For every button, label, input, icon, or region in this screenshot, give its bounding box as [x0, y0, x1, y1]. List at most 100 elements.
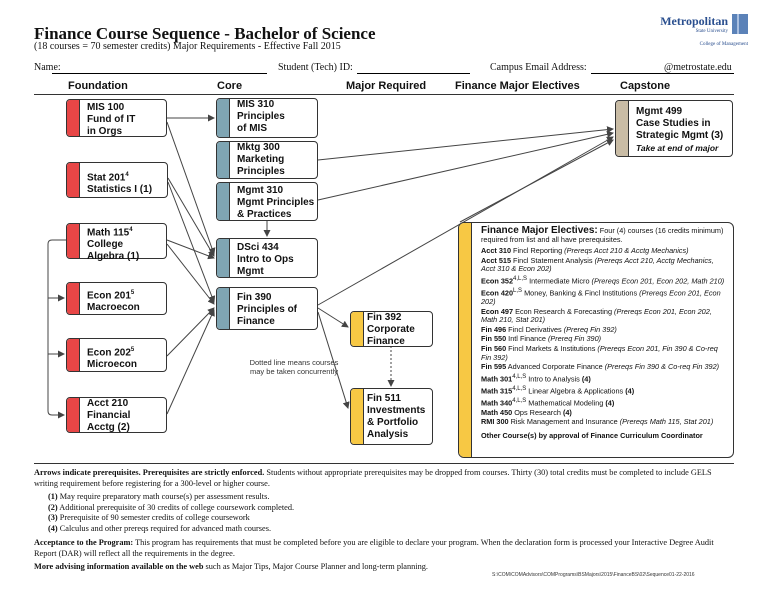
- elective-prereq: (Prereq Fin 392): [563, 324, 617, 334]
- course-code: Fin 390: [237, 292, 272, 303]
- course-title: College: [87, 239, 124, 251]
- course-code: Fin 392: [367, 312, 402, 323]
- course-title: Investments: [367, 405, 426, 416]
- course-title: Intro to Ops: [237, 254, 294, 265]
- electives-list: Acct 310 Fincl Reporting (Prereqs Acct 2…: [481, 246, 729, 427]
- elective-code: Econ 352: [481, 276, 514, 286]
- email-domain: @metrostate.edu: [664, 62, 732, 73]
- course-title: Principles: [237, 166, 285, 177]
- category-bar: [459, 223, 472, 457]
- category-bar: [67, 100, 80, 136]
- elective-name: Linear Algebra & Applications: [526, 386, 626, 396]
- course-code: Fin 511: [367, 393, 401, 404]
- elective-item: Acct 310 Fincl Reporting (Prereqs Acct 2…: [481, 246, 729, 256]
- course-title: Corporate: [367, 324, 415, 335]
- elective-item: Econ 3524,L,S Intermediate Micro (Prereq…: [481, 275, 729, 286]
- email-label: Campus Email Address:: [490, 62, 587, 73]
- elective-item: RMI 300 Risk Management and Insurance (P…: [481, 418, 729, 427]
- arrow-fin390-fin392: [317, 307, 349, 328]
- elective-item: Acct 515 Fincl Statement Analysis (Prere…: [481, 255, 729, 274]
- elective-item: Fin 560 Fincl Markets & Institutions (Pr…: [481, 344, 729, 362]
- arrow-mktg300-mgmt499: [317, 126, 614, 161]
- page-title: Finance Course Sequence - Bachelor of Sc…: [34, 24, 376, 43]
- acceptance-heading: Acceptance to the Program:: [34, 538, 134, 547]
- elective-prereq: (Prereqs Fin 390 & Co-req Fin 392): [604, 362, 720, 372]
- elective-item: Math 3154,L,S Linear Algebra & Applicati…: [481, 385, 729, 396]
- course-title: Acctg (2): [87, 422, 130, 433]
- course-title: & Practices: [237, 209, 292, 220]
- elective-item: Fin 595 Advanced Corporate Finance (Prer…: [481, 362, 729, 372]
- electives-other: Other Course(s) by approval of Finance C…: [481, 430, 703, 440]
- email-field[interactable]: [591, 73, 734, 74]
- category-bar: [217, 183, 230, 220]
- logo-college: College of Management: [699, 42, 748, 47]
- elective-item: Math 450 Ops Research (4): [481, 407, 729, 418]
- course-code: Econ 202: [87, 347, 131, 359]
- course-code: DSci 434: [237, 242, 279, 253]
- elective-prereq: (4): [562, 407, 572, 417]
- category-bar: [67, 398, 80, 432]
- course-title: Finance: [237, 316, 275, 327]
- file-path: S:\COM\COMAdvisors\COMPrograms\BSMajors\…: [492, 572, 695, 578]
- elective-prereq: (Prereqs Econ 201, Econ 202): [481, 288, 721, 306]
- elective-name: Risk Management and Insurance: [508, 417, 620, 427]
- id-field[interactable]: [357, 73, 470, 74]
- course-title: Marketing: [237, 154, 285, 165]
- category-bar: [616, 101, 629, 156]
- course-title: Financial: [87, 410, 131, 421]
- advising-heading: More advising information available on t…: [34, 562, 204, 571]
- divider: [34, 463, 734, 464]
- logo-sub: State University: [695, 29, 728, 34]
- category-bar: [351, 312, 364, 346]
- category-bar: [217, 99, 230, 137]
- elective-prereq: (4): [581, 374, 591, 384]
- category-bar: [67, 339, 80, 371]
- course-title: Mgmt: [237, 266, 264, 277]
- course-title: in Orgs: [87, 126, 123, 137]
- elective-code: RMI 300: [481, 417, 509, 427]
- category-bar: [67, 224, 80, 258]
- course-title: Case Studies in: [636, 118, 711, 129]
- dotted-line-note: Dotted line means courses may be taken c…: [249, 358, 339, 376]
- elective-prereq: (4): [625, 386, 635, 396]
- name-field[interactable]: [52, 73, 267, 74]
- elective-prereq: (Prereqs Econ 201, Econ 202, Math 210, S…: [481, 306, 712, 325]
- course-code: MIS 310: [237, 99, 275, 110]
- electives-heading: Finance Major Electives:: [481, 225, 598, 236]
- course-title: Mgmt Principles: [237, 197, 315, 208]
- elective-code: Acct 515: [481, 255, 512, 265]
- elective-code: Econ 420: [481, 288, 514, 298]
- prereq-text: Students without appropriate prerequisit…: [34, 468, 712, 488]
- footnote-marker: 5: [130, 290, 135, 296]
- footnote-text: Calculus and other prereqs required for …: [57, 523, 272, 533]
- category-bar: [217, 142, 230, 178]
- column-headers: Foundation Core Major Required Finance M…: [34, 80, 734, 95]
- elective-prereq: (Prereq Fin 390): [547, 334, 602, 344]
- elective-code: Math 450: [481, 407, 513, 417]
- elective-item: Econ 420L,S Money, Banking & Fincl Insti…: [481, 287, 729, 307]
- elective-prereq: (Prereqs Math 115, Stat 201): [619, 417, 714, 427]
- elective-name: Mathematical Modeling: [526, 398, 606, 408]
- elective-code: Math 301: [481, 374, 513, 384]
- elective-name: Advanced Corporate Finance: [506, 362, 605, 372]
- course-code: Econ 201: [87, 290, 131, 302]
- arrow-stat201-dsci434: [167, 177, 215, 257]
- id-label: Student (Tech) ID:: [278, 62, 353, 73]
- arrow-acct210-fin390: [166, 309, 215, 415]
- footer-notes: Arrows indicate prerequisites. Prerequis…: [34, 468, 734, 576]
